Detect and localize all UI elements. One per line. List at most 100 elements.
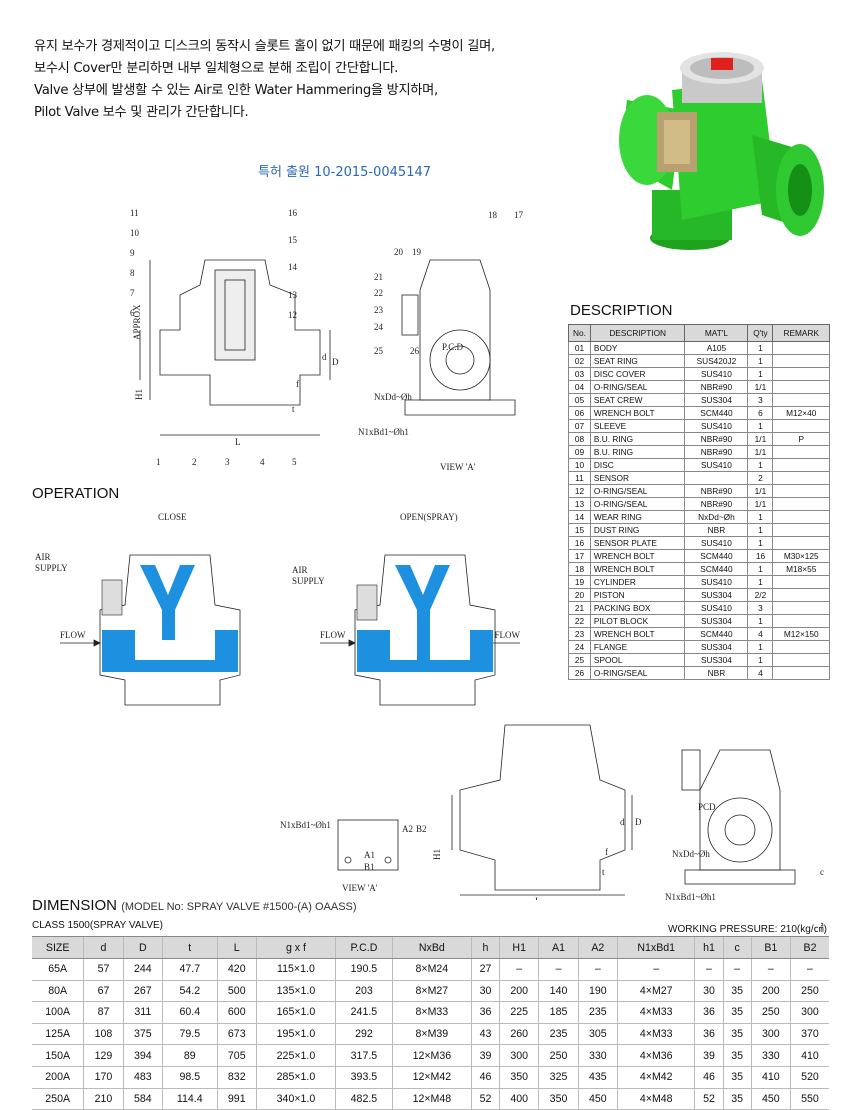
table-cell: 46 [694, 1066, 724, 1089]
table-cell: NBR#90 [684, 484, 749, 498]
table-cell: 25 [568, 653, 591, 667]
dim-label: L [535, 896, 541, 900]
table-cell: 400 [499, 1088, 539, 1110]
table-cell: SCM440 [684, 627, 749, 641]
table-cell: SUS304 [684, 614, 749, 628]
table-cell: 24 [568, 640, 591, 654]
table-cell [772, 588, 830, 602]
table-cell [772, 380, 830, 394]
table-cell: 35 [722, 1088, 752, 1110]
nxdd-label: NxDd~Øh [374, 392, 412, 402]
table-cell: 115×1.0 [255, 958, 336, 981]
table-cell: – [722, 958, 752, 981]
table-cell: PILOT BLOCK [589, 614, 686, 628]
table-cell: 17 [568, 549, 591, 563]
callout: 26 [410, 346, 420, 356]
dim-label: L [235, 437, 241, 447]
table-cell [772, 393, 830, 407]
dim-label: f [296, 379, 299, 389]
dim-label: t [292, 404, 295, 414]
column-header: A1 [538, 936, 579, 959]
table-cell: SUS410 [684, 536, 749, 550]
callout: 25 [374, 346, 384, 356]
table-cell: 410 [789, 1044, 829, 1067]
table-cell: 325 [538, 1066, 579, 1089]
table-cell: 190.5 [335, 958, 393, 981]
column-header: d [83, 936, 124, 959]
dim-label: B1 [364, 862, 375, 872]
table-cell: 12 [568, 484, 591, 498]
table-cell: M12×150 [772, 627, 830, 641]
table-cell: 2/2 [747, 588, 774, 602]
table-cell: SEAT CREW [589, 393, 686, 407]
table-cell: 250A [32, 1088, 84, 1110]
table-cell: 39 [694, 1044, 724, 1067]
section-drawing: 11 10 9 8 7 6 16 15 14 13 12 1 2 3 4 5 A… [130, 208, 524, 472]
table-cell: 292 [335, 1023, 393, 1046]
callout: 8 [130, 268, 135, 278]
table-cell: 1 [747, 562, 774, 576]
table-cell: 8×M27 [391, 980, 472, 1003]
table-cell: 16 [568, 536, 591, 550]
callout: 5 [292, 457, 297, 467]
callout: 19 [412, 247, 422, 257]
table-cell: 60.4 [161, 1001, 218, 1024]
table-cell [772, 471, 830, 485]
table-cell: 1 [747, 523, 774, 537]
table-cell: 1 [747, 354, 774, 368]
table-cell: 65A [32, 958, 84, 981]
callout: 2 [192, 457, 197, 467]
n1-label: N1xBd1~Øh1 [358, 427, 409, 437]
table-cell: 1 [747, 510, 774, 524]
table-cell: 36 [694, 1001, 724, 1024]
table-cell: SLEEVE [589, 419, 686, 433]
table-cell: 550 [789, 1088, 829, 1110]
dim-label: A1 [364, 850, 375, 860]
table-cell: PISTON [589, 588, 686, 602]
table-cell [772, 640, 830, 654]
column-header: h1 [694, 936, 724, 959]
table-cell: 450 [577, 1088, 618, 1110]
dim-label: D [332, 357, 339, 367]
table-cell: 08 [568, 432, 591, 446]
table-cell: WRENCH BOLT [589, 627, 686, 641]
table-cell: 98.5 [161, 1066, 218, 1089]
column-header: B1 [750, 936, 791, 959]
table-cell: 4 [747, 627, 774, 641]
table-cell: 54.2 [161, 980, 218, 1003]
table-cell: NBR#90 [684, 432, 749, 446]
operation-title: OPERATION [32, 485, 120, 502]
table-cell: SCM440 [684, 562, 749, 576]
table-cell: CYLINDER [589, 575, 686, 589]
callout: 20 [394, 247, 404, 257]
table-cell: 35 [722, 1023, 752, 1046]
table-cell [772, 354, 830, 368]
class-label: CLASS 1500(SPRAY VALVE) [32, 920, 163, 931]
table-cell: 36 [694, 1023, 724, 1046]
table-cell: WRENCH BOLT [589, 549, 686, 563]
table-cell: 80A [32, 980, 84, 1003]
table-cell: 330 [577, 1044, 618, 1067]
table-cell: 36 [470, 1001, 500, 1024]
table-cell: 300 [789, 1001, 829, 1024]
table-cell: – [538, 958, 579, 981]
table-cell: 12×M36 [391, 1044, 472, 1067]
pcd-label: PCD [698, 802, 716, 812]
table-cell: B.U. RING [589, 432, 686, 446]
column-header: N1xBd1 [617, 936, 695, 959]
table-cell: 410 [750, 1066, 791, 1089]
table-cell: 200 [499, 980, 539, 1003]
